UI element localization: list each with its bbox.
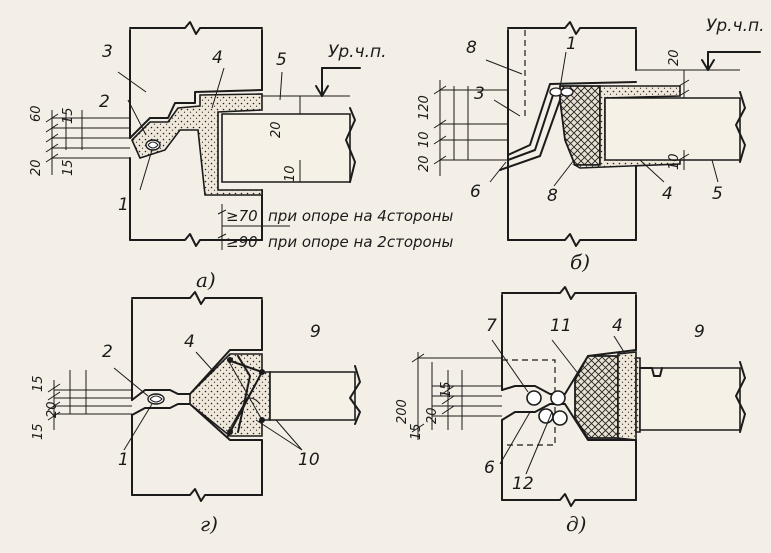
panel-g-label-10: 10 (298, 450, 320, 470)
panel-d-label-7: 7 (486, 316, 497, 336)
panel-a-dim-60: 60 (29, 105, 44, 122)
panel-b-caption: б) (570, 250, 591, 274)
panel-b-drawing (433, 21, 761, 247)
panel-b-label-4: 4 (662, 184, 673, 204)
panel-b-label-6: 6 (470, 182, 481, 202)
panel-a-note-2-dim: ≥90 (226, 233, 258, 251)
panel-b-dim-20: 20 (417, 155, 432, 172)
panel-b-dim-slab-10: 10 (667, 153, 682, 170)
panel-a-label-3: 3 (102, 42, 113, 62)
panel-a-note-1-text: при опоре на 4стороны (268, 207, 454, 225)
panel-a-dim-slab-10: 10 (283, 165, 298, 182)
panel-b-dim-10: 10 (417, 131, 432, 148)
panel-g-label-1: 1 (118, 450, 129, 470)
panel-a-label-1: 1 (118, 195, 129, 215)
panel-d-caption: д) (566, 512, 587, 536)
panel-a-dim-slab-20: 20 (269, 121, 284, 138)
panel-d-label-4: 4 (612, 316, 623, 336)
panel-a-label-4: 4 (212, 48, 223, 68)
panel-d-label-11: 11 (550, 316, 572, 336)
panel-d-dim-200: 200 (395, 399, 410, 424)
panel-d-dim-20: 20 (425, 407, 440, 424)
panel-g-label-2: 2 (102, 342, 113, 362)
panel-b-label-8: 8 (547, 186, 558, 206)
panel-b-label-1: 1 (566, 34, 577, 54)
panel-d-label-9: 9 (694, 322, 705, 342)
panel-a-caption: а) (196, 268, 216, 292)
panel-d-dim-15-lower: 15 (409, 423, 424, 440)
panel-g-label-9: 9 (310, 322, 321, 342)
panel-a-label-2: 2 (99, 92, 110, 112)
panel-b-label-7: 8 (466, 38, 477, 58)
panel-a-dim-15-lower: 15 (61, 159, 76, 176)
panel-a-drawing (45, 21, 361, 250)
panel-a-note-2-text: при опоре на 2стороны (268, 233, 454, 251)
panel-b-dim-slab-20: 20 (667, 49, 682, 66)
panel-a-note-1-dim: ≥70 (226, 207, 258, 225)
panel-a-label-5: 5 (276, 50, 287, 70)
panel-a-level-label: Ур.ч.п. (328, 42, 387, 62)
panel-d-label-6: 6 (484, 458, 495, 478)
panel-a-dim-15-upper: 15 (61, 107, 76, 124)
panel-g-dim-20: 20 (45, 401, 60, 418)
panel-g-drawing (47, 291, 361, 502)
panel-d-dim-15-upper: 15 (439, 381, 454, 398)
panel-b-label-5: 5 (712, 184, 723, 204)
panel-g-dim-15-upper: 15 (31, 375, 46, 392)
panel-g-label-4: 4 (184, 332, 195, 352)
panel-a-dim-20: 20 (29, 159, 44, 176)
panel-g-dim-15-lower: 15 (31, 423, 46, 440)
panel-b-label-3: 3 (474, 84, 485, 104)
panel-b-dim-120: 120 (417, 95, 432, 120)
panel-d-label-12: 12 (512, 474, 534, 494)
panel-b-level-label: Ур.ч.п. (706, 16, 765, 36)
panel-g-caption: г) (200, 512, 218, 536)
panel-d-drawing (411, 286, 746, 507)
